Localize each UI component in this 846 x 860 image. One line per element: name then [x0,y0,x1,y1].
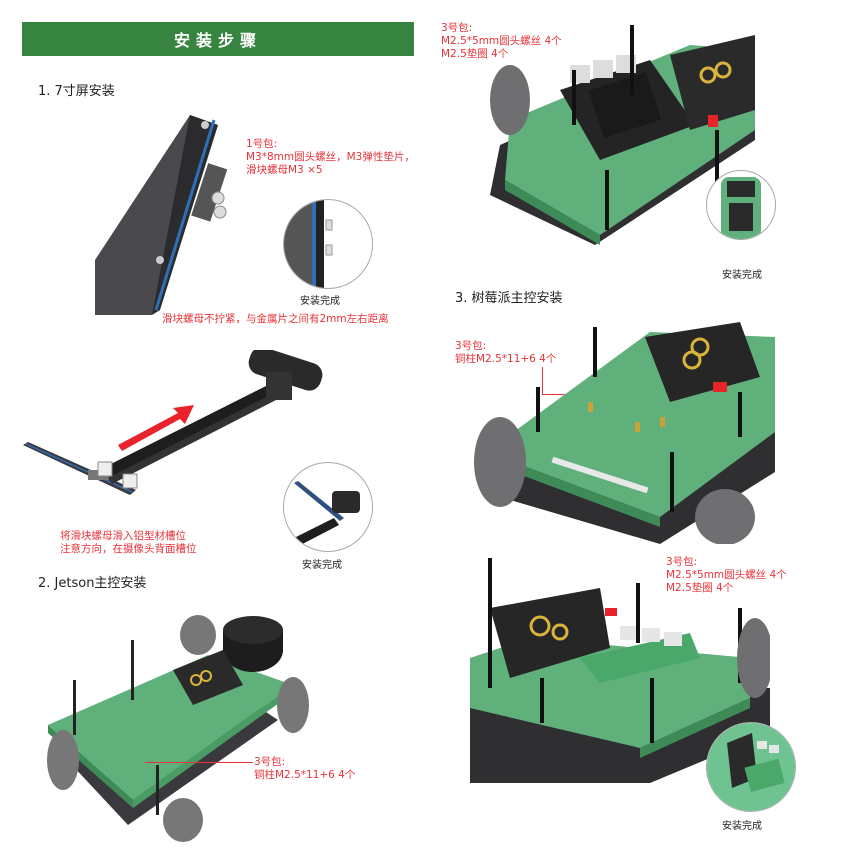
rpi-screw-note: 3号包: M2.5*5mm圆头螺丝 4个 M2.5垫圈 4个 [666,556,787,594]
section-1-title: 1. 7寸屏安装 [38,84,115,99]
package-1-note: 1号包: M3*8mm圆头螺丝，M3弹性垫片， 滑块螺母M3 ×5 [246,138,415,176]
rpi-board-illustration [470,548,770,783]
slider-nut-warning: 滑块螺母不拧紧，与金属片之间有2mm左右距离 [162,313,389,325]
standoff-leader-line [145,762,253,763]
section-2-title: 2. Jetson主控安装 [38,576,147,591]
page-title: 安装步骤 [173,31,262,50]
camera-detail-circle [283,462,373,552]
rpi-base-illustration [470,322,775,544]
rpi-detail-circle [706,722,796,812]
done-caption: 安装完成 [300,296,340,307]
jetson-detail-circle [706,170,776,240]
page-header: 安装步骤 [22,22,414,56]
screen-mount-illustration [90,110,230,315]
section-3-title: 3. 树莓派主控安装 [455,291,563,306]
jetson-robot-illustration [38,610,318,845]
rpi-standoff-note: 3号包: 铜柱M2.5*11+6 4个 [455,340,557,365]
slide-nut-instruction: 将滑块螺母滑入铝型材槽位 注意方向，在摄像头背面槽位 [60,530,197,555]
done-caption: 安装完成 [722,270,762,281]
standoff-note: 3号包: 铜柱M2.5*11+6 4个 [254,756,356,781]
jetson-board-illustration [480,20,755,245]
jetson-screw-note: 3号包: M2.5*5mm圆头螺丝 4个 M2.5垫圈 4个 [441,22,562,60]
done-caption: 安装完成 [722,821,762,832]
screen-detail-circle [283,199,373,289]
camera-rail-illustration [18,350,358,500]
done-caption: 安装完成 [302,560,342,571]
standoff-leader-line [542,367,543,395]
standoff-leader-line [542,394,578,395]
